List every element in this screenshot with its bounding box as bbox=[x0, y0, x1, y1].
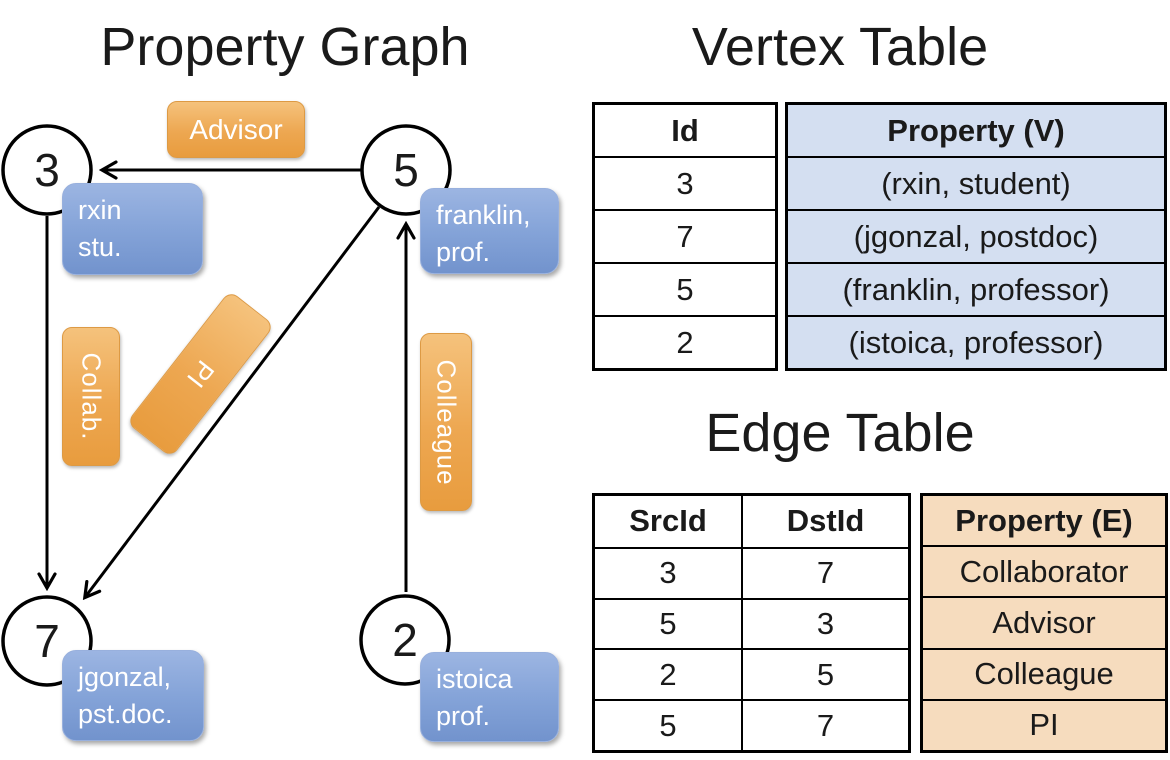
edge-table-property-cell: Advisor bbox=[923, 596, 1165, 647]
edge-label-colleague-text: Colleague bbox=[431, 358, 462, 486]
vertex-table-id-cell: 2 bbox=[595, 315, 775, 368]
edge-table-property-cell: PI bbox=[923, 698, 1165, 750]
edge-table-dstid-header: DstId bbox=[741, 496, 908, 547]
edge-label-collab: Collab. bbox=[62, 327, 120, 466]
vertex-table-property-header: Property (V) bbox=[887, 112, 1065, 148]
vertex-callout-istoica: istoica prof. bbox=[420, 652, 559, 742]
vertex-table-id-header: Id bbox=[671, 112, 699, 148]
vertex-table-property-cell: (jgonzal, postdoc) bbox=[788, 209, 1164, 262]
edge-table-property-cell: Colleague bbox=[923, 647, 1165, 699]
edge-table-dstid-cell: 7 bbox=[741, 546, 908, 598]
vertex-callout-jgonzal-line2: pst.doc. bbox=[78, 699, 173, 729]
vertex-table-id-cell: 5 bbox=[595, 262, 775, 315]
vertex-callout-rxin: rxin stu. bbox=[62, 183, 203, 275]
edge-label-advisor: Advisor bbox=[167, 101, 305, 158]
edge-table-srcid-cell: 5 bbox=[595, 699, 741, 750]
edge-label-advisor-text: Advisor bbox=[189, 113, 283, 145]
vertex-table-property-cell: (istoica, professor) bbox=[788, 315, 1164, 368]
edge-pi-5-to-7 bbox=[86, 206, 381, 596]
edge-label-collab-text: Collab. bbox=[76, 352, 107, 441]
vertex-id-5: 5 bbox=[393, 144, 419, 196]
vertex-table-property-cell: (franklin, professor) bbox=[788, 262, 1164, 315]
property-graph-title: Property Graph bbox=[100, 17, 470, 77]
vertex-callout-jgonzal: jgonzal, pst.doc. bbox=[62, 650, 204, 741]
vertex-id-7: 7 bbox=[34, 615, 60, 667]
edge-table-srcdst-columns: SrcId DstId 3 7 5 3 2 5 5 7 bbox=[592, 493, 911, 753]
edge-table-srcid-cell: 2 bbox=[595, 648, 741, 699]
edge-table-dstid-cell: 5 bbox=[741, 648, 908, 700]
vertex-callout-franklin-line2: prof. bbox=[436, 237, 491, 267]
vertex-table-property-column: Property (V) (rxin, student) (jgonzal, p… bbox=[785, 102, 1167, 371]
vertex-callout-rxin-line2: stu. bbox=[78, 232, 122, 262]
vertex-table-property-cell: (rxin, student) bbox=[788, 156, 1164, 209]
edge-table-title: Edge Table bbox=[705, 403, 975, 463]
vertex-table-id-cell: 3 bbox=[595, 156, 775, 209]
edge-table-property-header: Property (E) bbox=[955, 502, 1133, 538]
vertex-id-3: 3 bbox=[34, 144, 60, 196]
edge-table-property-column: Property (E) Collaborator Advisor Collea… bbox=[920, 493, 1168, 753]
vertex-callout-istoica-line1: istoica bbox=[436, 664, 513, 694]
edge-table-dstid-cell: 3 bbox=[741, 597, 908, 649]
vertex-id-2: 2 bbox=[392, 614, 418, 666]
vertex-callout-franklin-line1: franklin, bbox=[436, 200, 531, 230]
vertex-table-id-cell: 7 bbox=[595, 209, 775, 262]
edge-label-pi-text: PI bbox=[180, 354, 221, 395]
edge-table-srcid-cell: 3 bbox=[595, 546, 741, 598]
edge-table-property-cell: Collaborator bbox=[923, 545, 1165, 596]
vertex-callout-franklin: franklin, prof. bbox=[420, 188, 559, 274]
vertex-callout-rxin-line1: rxin bbox=[78, 195, 122, 225]
edge-table-srcid-header: SrcId bbox=[629, 503, 707, 539]
edge-table-srcid-cell: 5 bbox=[595, 597, 741, 649]
vertex-callout-jgonzal-line1: jgonzal, bbox=[78, 662, 172, 692]
vertex-table-id-column: Id 3 7 5 2 bbox=[592, 102, 778, 371]
edge-table-dstid-cell: 7 bbox=[741, 699, 908, 750]
vertex-callout-istoica-line2: prof. bbox=[436, 701, 491, 731]
vertex-table-title: Vertex Table bbox=[691, 17, 989, 77]
edge-label-colleague: Colleague bbox=[420, 333, 472, 511]
